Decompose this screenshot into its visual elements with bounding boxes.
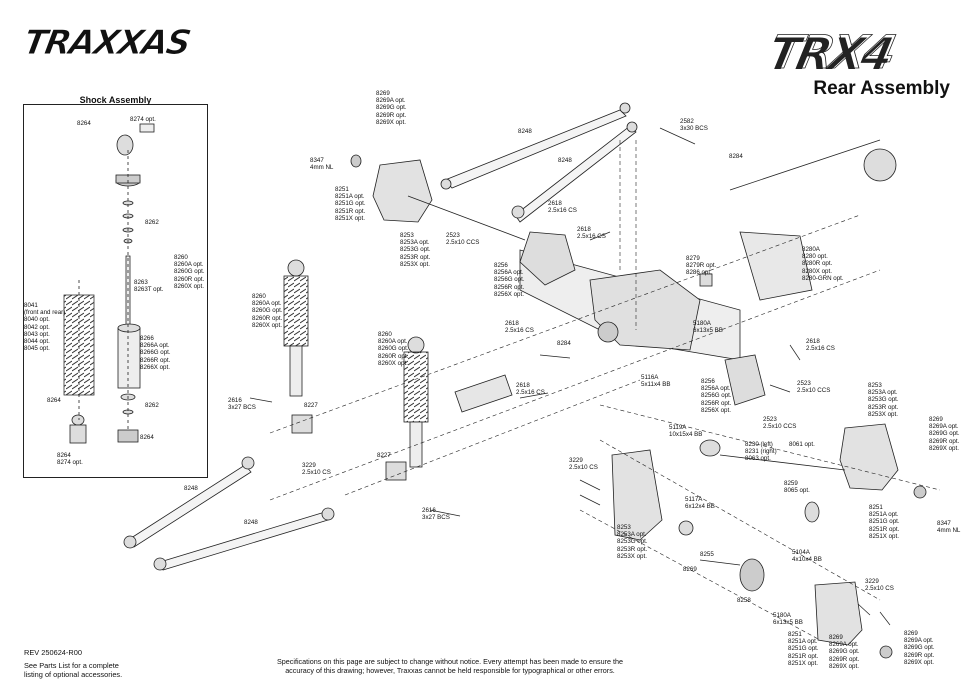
label-5180-b: 5180A 6x13x5 BB xyxy=(773,612,803,627)
label-8260-a: 8260 8260A opt. 8260G opt. 8260R opt. 82… xyxy=(252,293,283,329)
label-8248-b: 8248 xyxy=(558,157,572,164)
label-5116-a: 5116A 5x11x4 BB xyxy=(641,374,671,389)
label-8251-a: 8251 8251A opt. 8251G opt. 8251R opt. 82… xyxy=(335,186,366,222)
label-5180-a: 5180A 6x13x5 BB xyxy=(693,320,723,335)
traxxas-logo: TRAXXAS xyxy=(24,23,204,62)
label-8269-b: 8269 8269A opt. 8269G opt. 8269R opt. 82… xyxy=(929,416,960,452)
label-3229-b: 3229 2.5x10 CS xyxy=(302,462,331,477)
parts-list-note: See Parts List for a complete listing of… xyxy=(24,661,123,680)
page-title: Rear Assembly xyxy=(813,78,950,99)
label-2616-b: 2616 3x27 BCS xyxy=(422,507,450,522)
screws xyxy=(249,127,891,626)
shock-label-8274: 8274 opt. xyxy=(130,116,156,123)
label-8253-b: 8253 8253A opt. 8253G opt. 8253R opt. 82… xyxy=(868,382,899,418)
disclaimer: Specifications on this page are subject … xyxy=(276,657,623,676)
label-2618-e: 2618 2.5x16 CS xyxy=(516,382,545,397)
label-8280: 8280A 8280 opt. 8280R opt. 8280X opt. 82… xyxy=(802,246,844,282)
label-8347-b: 8347 4mm NL xyxy=(937,520,961,535)
label-8227-a: 8227 xyxy=(304,402,318,409)
shock-label-8262-b: 8262 xyxy=(145,402,159,409)
label-8269-e: 8269 8269A opt. 8269G opt. 8269R opt. 82… xyxy=(904,630,935,666)
portal-gearboxes xyxy=(350,154,927,659)
shock-assembly-title: Shock Assembly xyxy=(79,95,152,105)
label-8347-a: 8347 4mm NL xyxy=(310,157,334,172)
label-8253-c: 8253 8253A opt. 8253G opt. 8253R opt. 82… xyxy=(617,524,648,560)
label-8284-a: 8284 xyxy=(729,153,743,160)
installed-shocks xyxy=(283,259,429,481)
label-8269-c: 8269 xyxy=(683,566,697,573)
shock-label-8041: 8041 (front and rear) 8040 opt. 8042 opt… xyxy=(24,302,66,353)
label-8227-b: 8227 xyxy=(377,452,391,459)
label-8248-c: 8248 xyxy=(184,485,198,492)
label-8284-b: 8284 xyxy=(557,340,571,347)
label-8259: 8259 8065 opt. xyxy=(784,480,810,495)
svg-text:TRAXXAS: TRAXXAS xyxy=(24,23,193,62)
shock-label-8262: 8262 xyxy=(145,219,159,226)
shock-assembly-panel: Shock Assembly xyxy=(23,95,208,478)
revision-code: REV 250624-R00 xyxy=(24,648,82,657)
shock-label-8266: 8266 8266A opt. 8266G opt. 8266R opt. 82… xyxy=(140,335,171,371)
shock-label-8264-c: 8264 xyxy=(140,434,154,441)
shafts xyxy=(407,139,881,566)
shock-label-8264-b: 8264 xyxy=(47,397,61,404)
shock-label-8264: 8264 xyxy=(77,120,91,127)
label-8279: 8279 8279R opt. 8286 opt. xyxy=(686,255,717,277)
label-8256-b: 8256 8256A opt. 8256G opt. 8256R opt. 82… xyxy=(701,378,732,414)
trx4-logo: TRX4 TRX4 xyxy=(768,26,946,78)
label-3229-c: 3229 2.5x10 CS xyxy=(865,578,894,593)
label-3229-a: 3229 2.5x10 CS xyxy=(569,457,598,472)
label-8256-a: 8256 8256A opt. 8256G opt. 8256R opt. 82… xyxy=(494,262,525,298)
shock-label-8264-d: 8264 8274 opt. xyxy=(57,452,83,467)
label-5119-a: 5119A 10x15x4 BB xyxy=(669,424,703,439)
label-8253-a: 8253 8253A opt. 8253G opt. 8253R opt. 82… xyxy=(400,232,431,268)
label-8255: 8255 xyxy=(700,551,714,558)
label-2618-c: 2618 2.5x16 CS xyxy=(505,320,534,335)
label-2616-a: 2616 3x27 BCS xyxy=(228,397,256,412)
label-8269-a: 8269 8269A opt. 8269G opt. 8269R opt. 82… xyxy=(376,90,407,126)
label-8248-d: 8248 xyxy=(244,519,258,526)
svg-text:TRX4: TRX4 xyxy=(768,27,897,78)
svg-text:TRX4: TRX4 xyxy=(768,26,899,78)
label-2523-b: 2523 2.5x10 CCS xyxy=(797,380,831,395)
shock-label-8263: 8263 8263T opt. xyxy=(134,279,164,294)
label-5117-a: 5117A 6x12x4 BB xyxy=(685,496,715,511)
label-8269-d: 8269 8269A opt. 8269G opt. 8269R opt. 82… xyxy=(829,634,860,670)
shock-exploded xyxy=(63,123,155,444)
label-2523-a: 2523 2.5x10 CCS xyxy=(446,232,480,247)
label-2618-d: 2618 2.5x16 CS xyxy=(806,338,835,353)
axle-housing xyxy=(454,148,897,413)
upper-links xyxy=(440,102,638,223)
label-2618-b: 2618 2.5x16 CS xyxy=(577,226,606,241)
label-8230: 8230 (left) 8231 (right) 8063 opt. xyxy=(745,441,777,463)
label-8260-b: 8260 8260A opt. 8260G opt. 8260R opt. 82… xyxy=(378,331,409,367)
label-8251-b: 8251 8251A opt. 8251G opt. 8251R opt. 82… xyxy=(869,504,900,540)
label-2523-c: 2523 2.5x10 CCS xyxy=(763,416,797,431)
label-8248-a: 8248 xyxy=(518,128,532,135)
label-8258: 8258 xyxy=(737,597,751,604)
shock-label-8260: 8260 8260A opt. 8260G opt. 8260R opt. 82… xyxy=(174,254,205,290)
label-2582: 2582 3x30 BCS xyxy=(680,118,708,133)
label-2618-a: 2618 2.5x16 CS xyxy=(548,200,577,215)
lower-links xyxy=(123,456,335,571)
label-8251-c: 8251 8251A opt. 8251G opt. 8251R opt. 82… xyxy=(788,631,819,667)
label-5104-a: 5104A 4x10x4 BB xyxy=(792,549,822,564)
label-8061: 8061 opt. xyxy=(789,441,815,448)
guide-lines xyxy=(269,140,941,641)
